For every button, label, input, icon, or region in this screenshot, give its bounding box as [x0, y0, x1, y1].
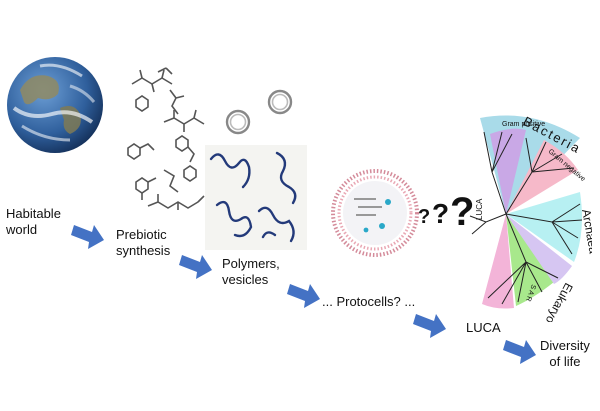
protocells-label: ... Protocells? ... [322, 294, 416, 309]
gram-positive-label: Gram positive [502, 121, 545, 128]
vesicle-rings-image [225, 89, 293, 135]
luca-root-label: LUCA [475, 198, 484, 220]
gram-positive-sector [490, 128, 526, 214]
habitable-line-2: world [6, 222, 38, 237]
question-mark-large: ? [450, 190, 475, 234]
question-mark-medium: ? [432, 198, 450, 229]
polymer-strands-image [205, 145, 307, 250]
habitable-line-1: Habitable [6, 206, 61, 221]
protocell-image [331, 169, 419, 257]
prebiotic-synthesis-label: Prebiotic synthesis [116, 227, 170, 259]
prebiotic-line-2: synthesis [116, 243, 171, 258]
diversity-line-2: of life [549, 354, 581, 369]
earth-image [7, 57, 103, 153]
archaea-sector [506, 192, 582, 262]
question-mark-small: ? [418, 206, 431, 228]
polymers-line-1: Polymers, [222, 256, 280, 271]
polymers-vesicles-label: Polymers, vesicles [222, 256, 280, 288]
tree-of-life-image: LUCA Gram positive Gram negative Bacteri… [469, 113, 592, 322]
diversity-of-life-label: Diversity of life [540, 338, 590, 370]
habitable-world-label: Habitable world [6, 206, 61, 238]
polymers-line-2: vesicles [222, 272, 269, 287]
arrow-polymers-to-protocells [287, 284, 320, 308]
luca-label: LUCA [466, 320, 501, 335]
arrow-protocells-to-luca [413, 314, 446, 338]
eukaryota-pink-sector [482, 214, 514, 309]
diversity-line-1: Diversity [540, 338, 590, 353]
arrow-luca-to-diversity [503, 340, 536, 364]
arrow-prebiotic-to-polymers [179, 255, 212, 279]
prebiotic-molecules-image [127, 67, 205, 210]
prebiotic-line-1: Prebiotic [116, 227, 167, 242]
arrow-habitable-to-prebiotic [71, 225, 104, 249]
gram-negative-sector [506, 140, 578, 214]
eukaryota-green-sector [506, 214, 554, 306]
eukaryota-lilac-sector [506, 214, 572, 284]
